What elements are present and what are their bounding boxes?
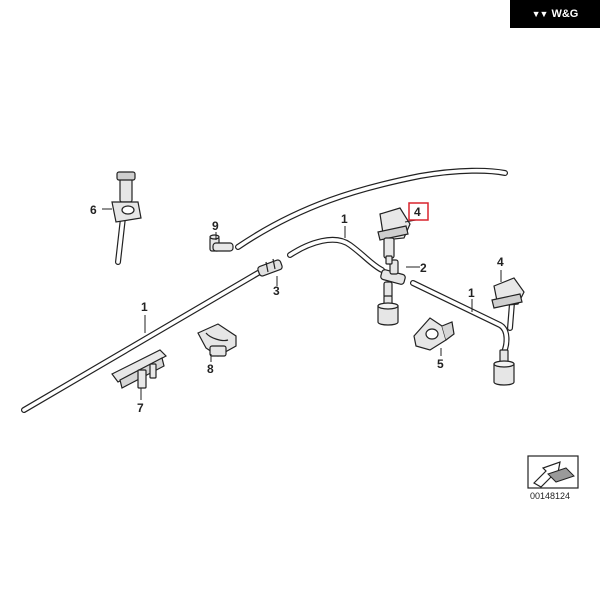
part-7-bracket bbox=[111, 349, 167, 389]
brand-badge: ▼▼ W&G bbox=[510, 0, 600, 28]
part-2-t-connector bbox=[380, 259, 406, 299]
arrow-reference-icon bbox=[533, 461, 575, 488]
callout-7: 7 bbox=[137, 401, 144, 415]
part-4-washer-jet-right bbox=[491, 277, 525, 309]
reference-number: 00148124 bbox=[530, 491, 570, 501]
part-9-elbow bbox=[209, 234, 234, 252]
wg-logo-icon: ▼▼ bbox=[531, 9, 549, 19]
check-valve-right bbox=[493, 349, 515, 386]
callout-5: 5 bbox=[437, 357, 444, 371]
callout-9: 9 bbox=[212, 219, 219, 233]
callout-6: 6 bbox=[90, 203, 97, 217]
part-5-clip bbox=[413, 317, 455, 351]
part-8-clip bbox=[197, 323, 237, 357]
brand-label: W&G bbox=[551, 8, 579, 20]
callout-4-right: 4 bbox=[497, 255, 504, 269]
hose-top bbox=[235, 167, 508, 250]
callout-1-right: 1 bbox=[468, 286, 475, 300]
part-4-washer-jet-highlighted bbox=[377, 207, 411, 265]
callout-2: 2 bbox=[420, 261, 427, 275]
callout-1-left: 1 bbox=[141, 300, 148, 314]
hose-middle bbox=[287, 236, 385, 273]
callout-3: 3 bbox=[273, 284, 280, 298]
hose-jet-connector bbox=[507, 300, 515, 331]
callout-8: 8 bbox=[207, 362, 214, 376]
callout-1-top: 1 bbox=[341, 212, 348, 226]
leader-lines bbox=[102, 208, 502, 400]
callout-4-highlight-box bbox=[408, 202, 429, 221]
part-6-clip bbox=[111, 171, 142, 223]
reference-box bbox=[527, 455, 579, 489]
check-valve-left bbox=[377, 295, 399, 326]
part-3-connector bbox=[257, 258, 283, 277]
callout-4-highlight: 4 bbox=[414, 205, 421, 219]
hose-left-long bbox=[21, 270, 261, 413]
